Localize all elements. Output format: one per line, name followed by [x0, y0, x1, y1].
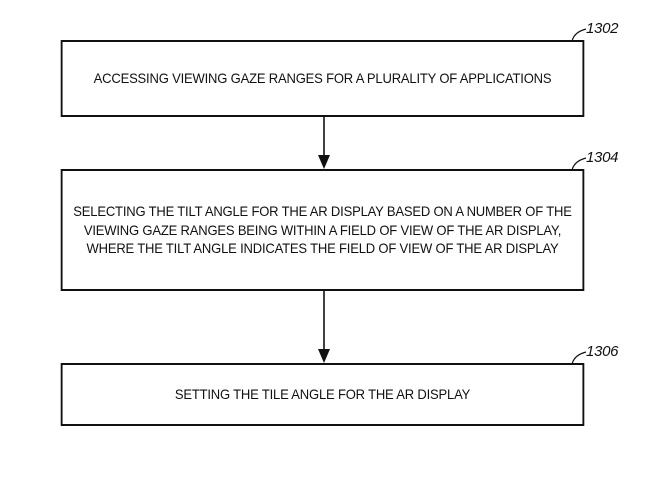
step-box-1306: SETTING THE TILE ANGLE FOR THE AR DISPLA…: [60, 363, 585, 426]
step-text: ACCESSING VIEWING GAZE RANGES FOR A PLUR…: [93, 70, 552, 87]
step-text: SELECTING THE TILT ANGLE FOR THE AR DISP…: [73, 203, 572, 257]
step-box-1304: SELECTING THE TILT ANGLE FOR THE AR DISP…: [60, 169, 585, 291]
step-box-1302: ACCESSING VIEWING GAZE RANGES FOR A PLUR…: [60, 40, 585, 117]
step-text: SETTING THE TILE ANGLE FOR THE AR DISPLA…: [174, 386, 471, 403]
arrowhead-icon: [318, 155, 330, 169]
step-ref-1306: 1306: [586, 343, 619, 360]
step-ref-1302: 1302: [586, 20, 619, 37]
step-ref-1304: 1304: [586, 149, 619, 166]
arrowhead-icon: [318, 349, 330, 363]
